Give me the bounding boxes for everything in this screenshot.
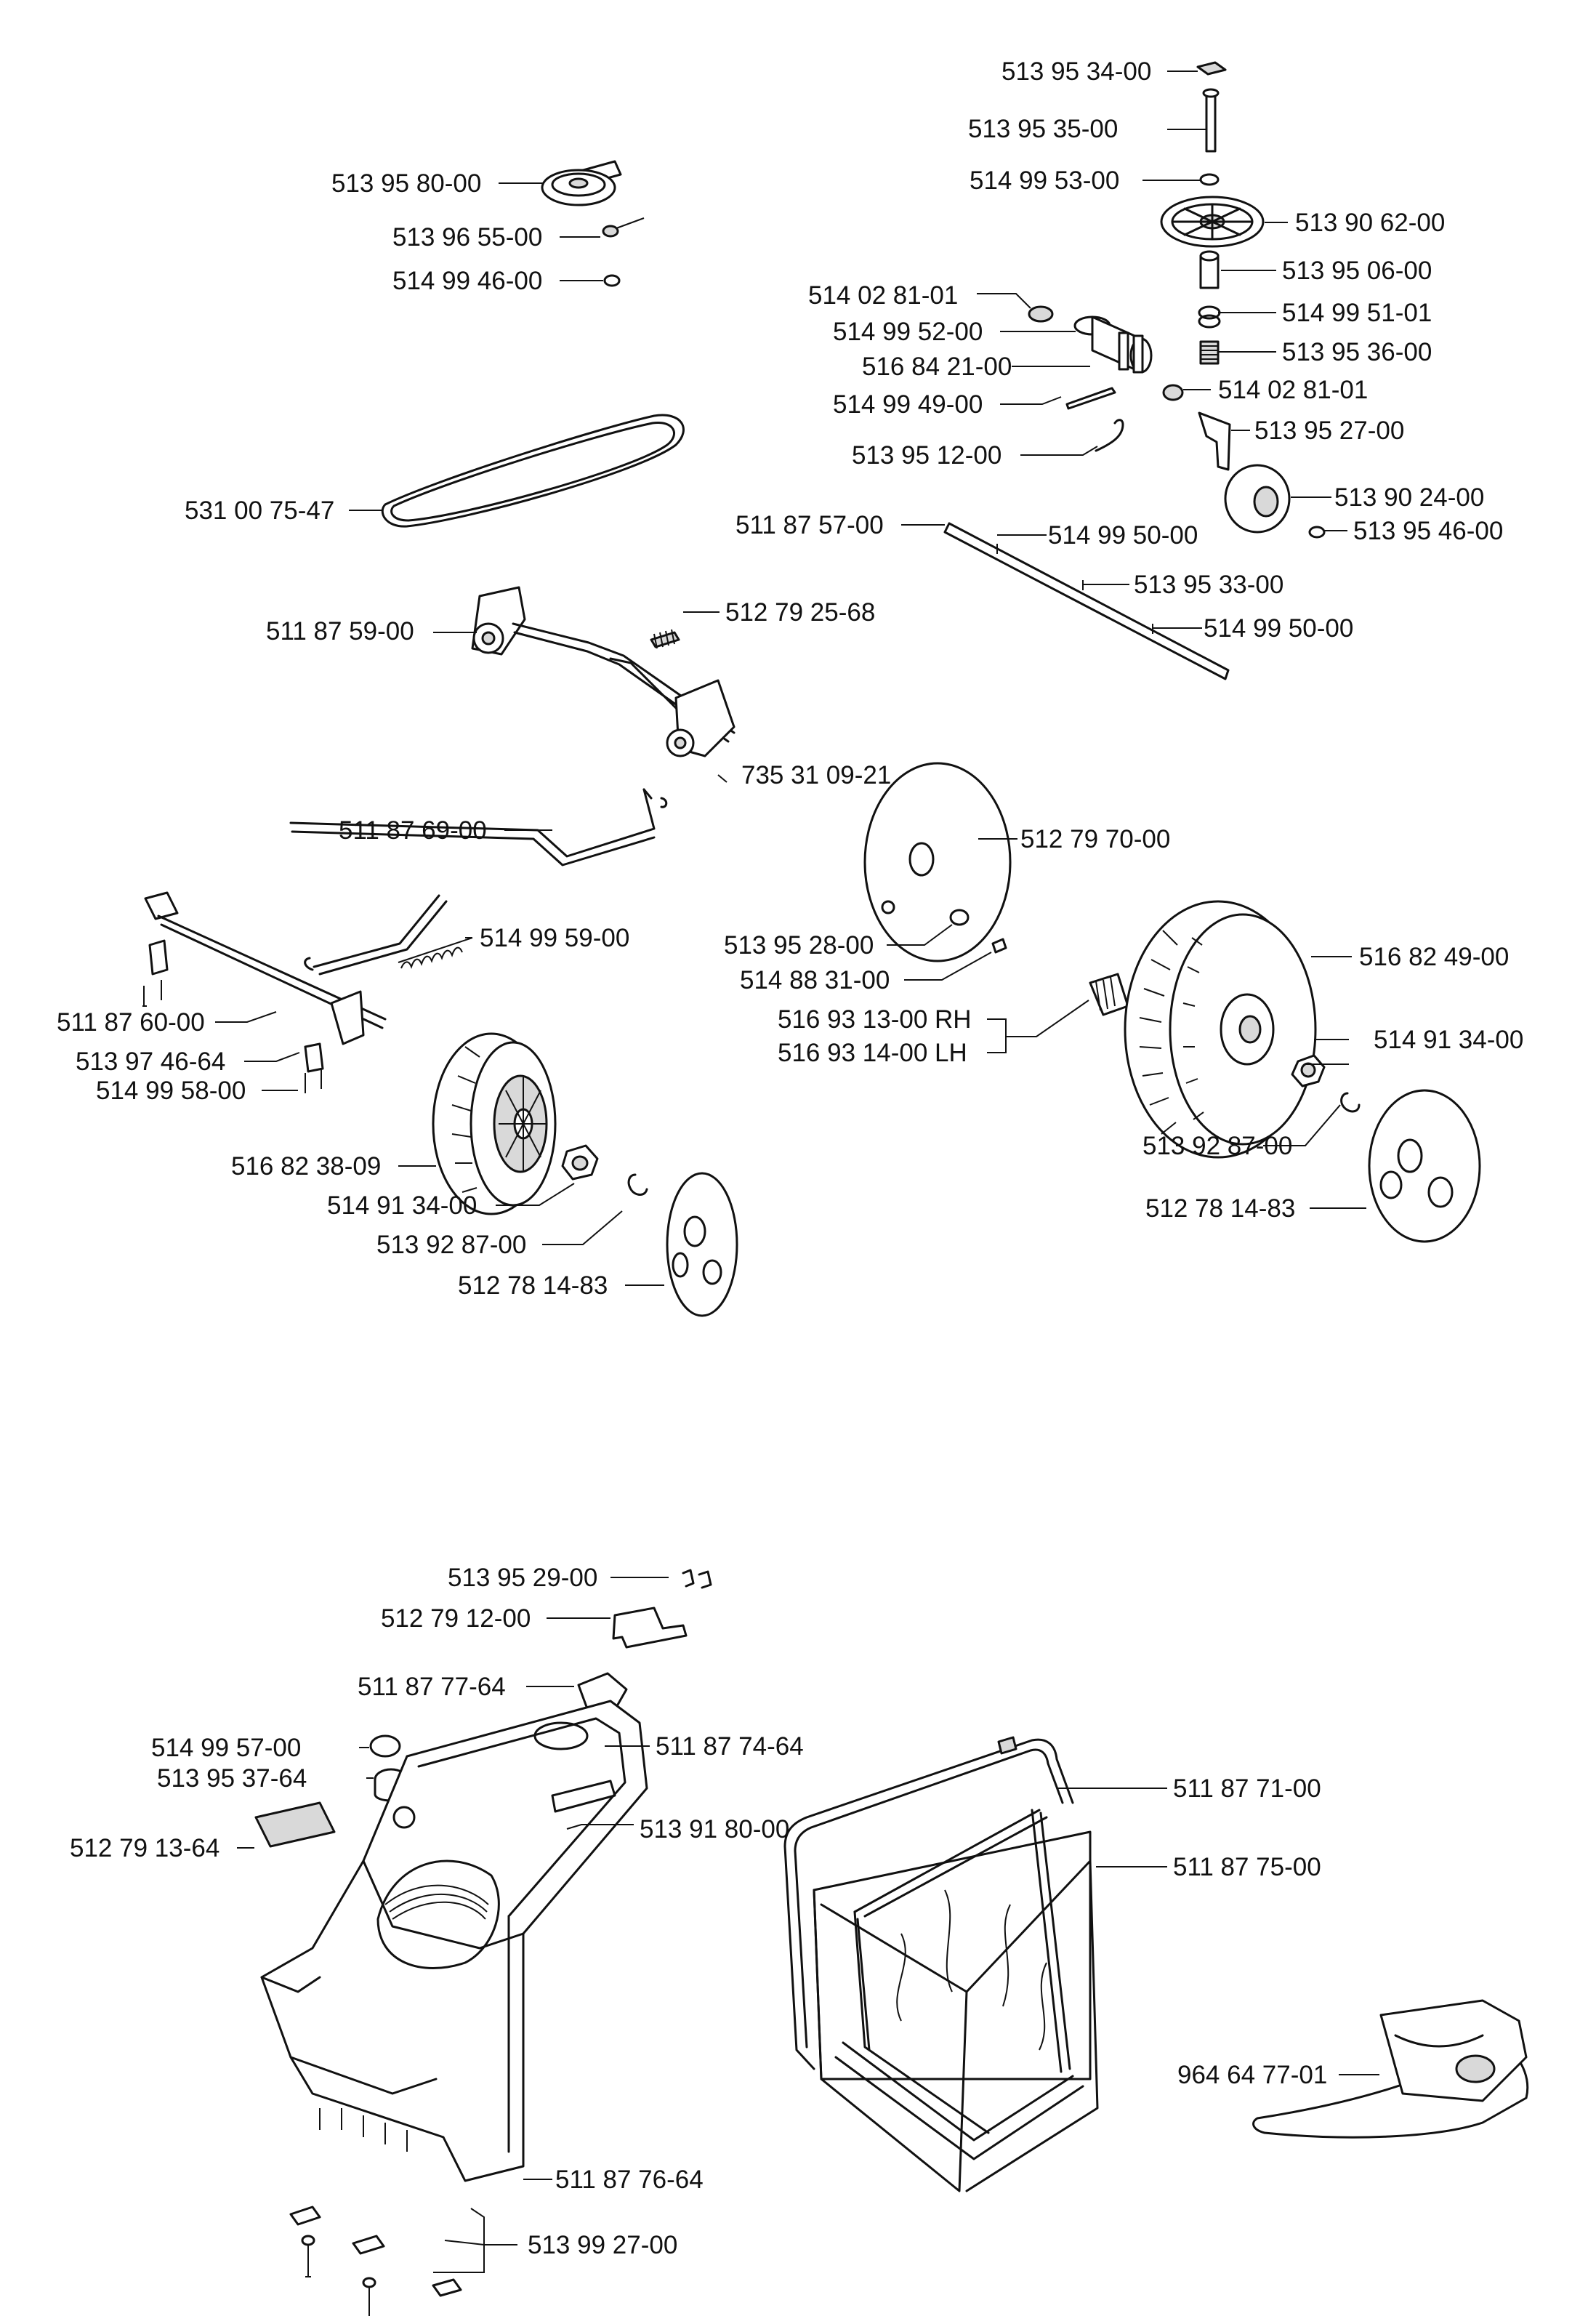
part-label: 513 95 28-00 xyxy=(724,931,874,960)
part-label: 511 87 60-00 xyxy=(57,1008,205,1037)
rear-housing: 513 95 29-00 512 79 12-00 511 87 77-64 5… xyxy=(70,1564,804,2316)
part-label: 513 99 27-00 xyxy=(528,2231,677,2259)
part-label: 514 99 49-00 xyxy=(833,390,983,419)
part-label: 513 90 62-00 xyxy=(1295,209,1445,237)
control-linkage-drawings xyxy=(142,586,735,1093)
part-label: 516 82 38-09 xyxy=(231,1152,381,1181)
part-label: 512 79 25-68 xyxy=(725,598,875,627)
control-linkage-labels: 511 87 59-00 512 79 25-68 735 31 09-21 5… xyxy=(57,598,891,1105)
part-label: 512 78 14-83 xyxy=(458,1271,608,1300)
part-label: 512 79 70-00 xyxy=(1020,825,1170,853)
part-label: 513 91 80-00 xyxy=(640,1815,789,1843)
part-label: 514 99 46-00 xyxy=(392,267,542,295)
part-label: 513 95 36-00 xyxy=(1282,338,1432,366)
drive-assembly-drawings xyxy=(943,61,1326,680)
part-label: 516 82 49-00 xyxy=(1359,943,1509,971)
part-label: 512 79 12-00 xyxy=(381,1604,531,1633)
part-label: 514 02 81-01 xyxy=(808,281,958,310)
part-label: 514 91 34-00 xyxy=(1374,1026,1523,1054)
part-label: 511 87 77-64 xyxy=(358,1673,506,1701)
part-label: 514 99 53-00 xyxy=(970,166,1119,195)
part-label: 511 87 57-00 xyxy=(735,511,884,539)
part-label: 513 95 34-00 xyxy=(1001,57,1151,86)
part-label: 511 87 76-64 xyxy=(555,2166,704,2194)
right-wheel: 512 79 70-00 513 95 28-00 514 88 31-00 5… xyxy=(724,762,1523,1243)
part-label: 512 78 14-83 xyxy=(1145,1194,1295,1223)
part-label: 513 92 87-00 xyxy=(376,1231,526,1259)
right-wheel-drawings xyxy=(863,762,1481,1243)
mulch-plug-labels: 964 64 77-01 xyxy=(1177,2061,1327,2089)
part-label: 511 87 69-00 xyxy=(339,816,487,845)
part-label: 511 87 75-00 xyxy=(1173,1853,1321,1881)
part-label: 513 95 35-00 xyxy=(968,115,1118,143)
part-label: 516 93 14-00 LH xyxy=(778,1039,967,1067)
pulley-belt-labels: 513 95 80-00 513 96 55-00 514 99 46-00 5… xyxy=(185,169,542,525)
part-label: 513 95 12-00 xyxy=(852,441,1001,470)
pulley-belt-leaders xyxy=(349,182,603,511)
part-label: 514 99 50-00 xyxy=(1048,521,1198,550)
part-label: 513 96 55-00 xyxy=(392,223,542,252)
part-label: 513 95 29-00 xyxy=(448,1564,597,1592)
part-label: 513 95 33-00 xyxy=(1134,571,1283,599)
rear-housing-leaders xyxy=(237,1577,669,2273)
part-label: 516 84 21-00 xyxy=(862,353,1012,381)
part-label: 513 95 27-00 xyxy=(1254,417,1404,445)
part-label: 514 99 58-00 xyxy=(96,1077,246,1105)
part-label: 735 31 09-21 xyxy=(741,761,891,789)
mulch-plug-drawings xyxy=(1252,1999,1529,2139)
grass-bag: 511 87 71-00 511 87 75-00 xyxy=(783,1736,1321,2192)
rear-housing-labels: 513 95 29-00 512 79 12-00 511 87 77-64 5… xyxy=(70,1564,804,2259)
part-label: 511 87 59-00 xyxy=(266,617,414,646)
part-label: 514 91 34-00 xyxy=(327,1191,477,1220)
grass-bag-drawings xyxy=(783,1736,1099,2192)
part-label: 513 95 06-00 xyxy=(1282,257,1432,285)
drive-assembly-leaders xyxy=(901,71,1347,629)
part-label: 513 97 46-64 xyxy=(76,1048,225,1076)
left-wheel: 516 82 38-09 514 91 34-00 513 92 87-00 5… xyxy=(231,1032,738,1317)
part-label: 514 99 59-00 xyxy=(480,924,629,952)
grass-bag-leaders xyxy=(1057,1788,1167,1867)
pulley-belt-drawings xyxy=(381,160,685,528)
part-label: 513 95 80-00 xyxy=(331,169,481,198)
part-label: 513 92 87-00 xyxy=(1142,1132,1292,1160)
part-label: 514 99 51-01 xyxy=(1282,299,1432,327)
mulch-plug: 964 64 77-01 xyxy=(1177,1999,1529,2139)
part-label: 514 99 50-00 xyxy=(1204,614,1353,643)
right-wheel-labels: 512 79 70-00 513 95 28-00 514 88 31-00 5… xyxy=(724,825,1523,1223)
part-label: 511 87 74-64 xyxy=(656,1732,804,1761)
part-label: 516 93 13-00 RH xyxy=(778,1005,972,1034)
part-label: 531 00 75-47 xyxy=(185,496,334,525)
part-label: 513 90 24-00 xyxy=(1334,483,1484,512)
rear-housing-drawings xyxy=(254,1569,712,2316)
left-wheel-drawings xyxy=(432,1032,738,1317)
part-label: 511 87 71-00 xyxy=(1173,1774,1321,1803)
pulley-belt: 513 95 80-00 513 96 55-00 514 99 46-00 5… xyxy=(185,160,685,528)
left-wheel-leaders xyxy=(398,1165,664,1286)
part-label: 964 64 77-01 xyxy=(1177,2061,1327,2089)
part-label: 512 79 13-64 xyxy=(70,1834,219,1862)
part-label: 514 02 81-01 xyxy=(1218,376,1368,404)
part-label: 514 99 57-00 xyxy=(151,1734,301,1762)
right-wheel-leaders xyxy=(887,838,1366,1209)
part-label: 513 95 46-00 xyxy=(1353,517,1503,545)
control-linkage-leaders xyxy=(215,611,728,1091)
part-label: 513 95 37-64 xyxy=(157,1764,307,1793)
drive-assembly-labels: 513 95 34-00 513 95 35-00 514 99 53-00 5… xyxy=(735,57,1503,643)
grass-bag-labels: 511 87 71-00 511 87 75-00 xyxy=(1173,1774,1321,1881)
drive-assembly: 513 95 34-00 513 95 35-00 514 99 53-00 5… xyxy=(735,57,1503,680)
part-label: 514 99 52-00 xyxy=(833,318,983,346)
left-wheel-labels: 516 82 38-09 514 91 34-00 513 92 87-00 5… xyxy=(231,1152,608,1300)
control-linkage: 511 87 59-00 512 79 25-68 735 31 09-21 5… xyxy=(57,586,891,1105)
part-label: 514 88 31-00 xyxy=(740,966,890,994)
